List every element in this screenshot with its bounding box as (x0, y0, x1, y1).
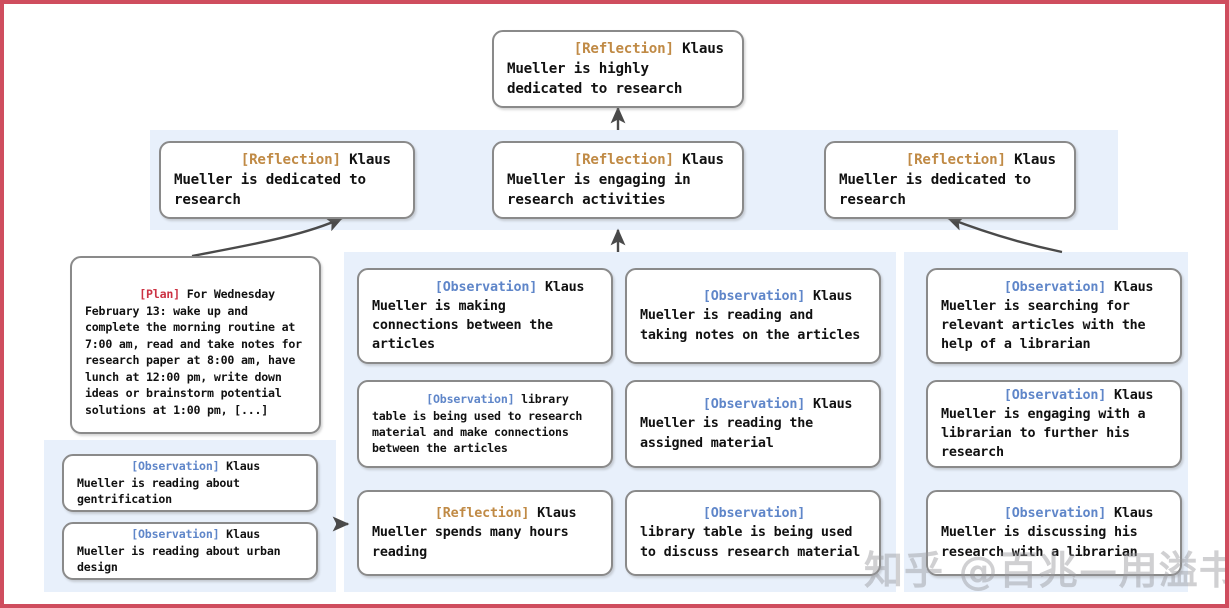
node-reflection-engaging[interactable]: [Reflection] Klaus Mueller is engaging i… (492, 141, 744, 219)
tag-observation: [Observation] (426, 392, 515, 407)
diagram-canvas: [Reflection] Klaus Mueller is highly ded… (4, 4, 1225, 604)
node-body: library table is being used to discuss r… (640, 506, 861, 560)
tag-observation: [Observation] (702, 506, 806, 522)
node-text: [Observation] Klaus Mueller is searching… (941, 259, 1167, 373)
node-text: [Reflection] Klaus Mueller is dedicated … (174, 130, 400, 231)
node-reflection-dedicated-right[interactable]: [Reflection] Klaus Mueller is dedicated … (824, 141, 1076, 219)
tag-observation: [Observation] (702, 289, 806, 305)
node-body: Klaus Mueller is engaging with a librari… (941, 387, 1162, 461)
node-text: [Observation] Klaus Mueller is reading a… (640, 268, 866, 363)
tag-observation: [Observation] (131, 527, 220, 542)
node-observation-engaging-librarian[interactable]: [Observation] Klaus Mueller is engaging … (926, 380, 1182, 468)
node-reflection-dedicated-left[interactable]: [Reflection] Klaus Mueller is dedicated … (159, 141, 415, 219)
tag-observation: [Observation] (702, 397, 806, 413)
tag-reflection: [Reflection] (573, 151, 674, 168)
node-text: [Reflection] Klaus Mueller is highly ded… (507, 19, 729, 120)
node-text: [Reflection] Klaus Mueller is dedicated … (839, 130, 1061, 231)
node-observation-reading-taking-notes[interactable]: [Observation] Klaus Mueller is reading a… (625, 268, 881, 364)
node-observation-assigned-material[interactable]: [Observation] Klaus Mueller is reading t… (625, 380, 881, 468)
node-text: [Observation] Klaus Mueller is reading a… (77, 510, 303, 592)
node-body: Klaus Mueller is reading the assigned ma… (640, 397, 861, 451)
tag-reflection: [Reflection] (905, 151, 1006, 168)
node-body: Klaus Mueller is reading about urban des… (77, 527, 288, 575)
tag-observation: [Observation] (1003, 279, 1107, 295)
node-body: Klaus Mueller is dedicated to research (839, 151, 1065, 209)
node-body: Klaus Mueller is dedicated to research (174, 151, 400, 209)
tag-plan: [Plan] (139, 287, 180, 302)
node-plan-wednesday[interactable]: [Plan] For Wednesday February 13: wake u… (70, 256, 321, 434)
tag-observation: [Observation] (1003, 506, 1107, 522)
node-body: For Wednesday February 13: wake up and c… (85, 287, 309, 417)
tag-reflection: [Reflection] (240, 151, 341, 168)
node-body: Klaus Mueller is discussing his research… (941, 506, 1162, 560)
node-observation-urban-design[interactable]: [Observation] Klaus Mueller is reading a… (62, 522, 318, 580)
tag-observation: [Observation] (131, 459, 220, 474)
tag-reflection: [Reflection] (573, 40, 674, 57)
node-observation-library-table-research[interactable]: [Observation] library table is being use… (357, 380, 613, 468)
node-root-reflection[interactable]: [Reflection] Klaus Mueller is highly ded… (492, 30, 744, 108)
node-body: Klaus Mueller is highly dedicated to res… (507, 40, 733, 98)
tag-reflection: [Reflection] (434, 506, 530, 522)
node-body: Klaus Mueller is reading about gentrific… (77, 459, 267, 507)
node-text: [Reflection] Klaus Mueller spends many h… (372, 485, 598, 580)
tag-observation: [Observation] (434, 279, 538, 295)
node-body: Klaus Mueller is engaging in research ac… (507, 151, 733, 209)
node-text: [Observation] Klaus Mueller is reading a… (77, 442, 303, 524)
node-text: [Reflection] Klaus Mueller is engaging i… (507, 130, 729, 231)
node-observation-making-connections[interactable]: [Observation] Klaus Mueller is making co… (357, 268, 613, 364)
node-observation-searching-articles[interactable]: [Observation] Klaus Mueller is searching… (926, 268, 1182, 364)
node-text: [Plan] For Wednesday February 13: wake u… (85, 270, 306, 435)
node-observation-gentrification[interactable]: [Observation] Klaus Mueller is reading a… (62, 454, 318, 512)
node-text: [Observation] Klaus Mueller is making co… (372, 259, 598, 373)
tag-observation: [Observation] (1003, 387, 1107, 403)
node-text: [Observation] Klaus Mueller is reading t… (640, 376, 866, 471)
node-reflection-spends-hours-reading[interactable]: [Reflection] Klaus Mueller spends many h… (357, 490, 613, 576)
node-observation-discussing-research[interactable]: [Observation] Klaus Mueller is discussin… (926, 490, 1182, 576)
node-body: Klaus Mueller is searching for relevant … (941, 279, 1162, 353)
node-body: Klaus Mueller is making connections betw… (372, 279, 593, 353)
node-text: [Observation] library table is being use… (372, 375, 598, 474)
node-body: Klaus Mueller spends many hours reading (372, 506, 585, 560)
node-body: Klaus Mueller is reading and taking note… (640, 289, 861, 343)
node-body: library table is being used to research … (372, 392, 589, 456)
node-text: [Observation] library table is being use… (640, 485, 866, 580)
node-text: [Observation] Klaus Mueller is engaging … (941, 367, 1167, 481)
node-text: [Observation] Klaus Mueller is discussin… (941, 485, 1167, 580)
node-observation-library-table-discuss[interactable]: [Observation] library table is being use… (625, 490, 881, 576)
